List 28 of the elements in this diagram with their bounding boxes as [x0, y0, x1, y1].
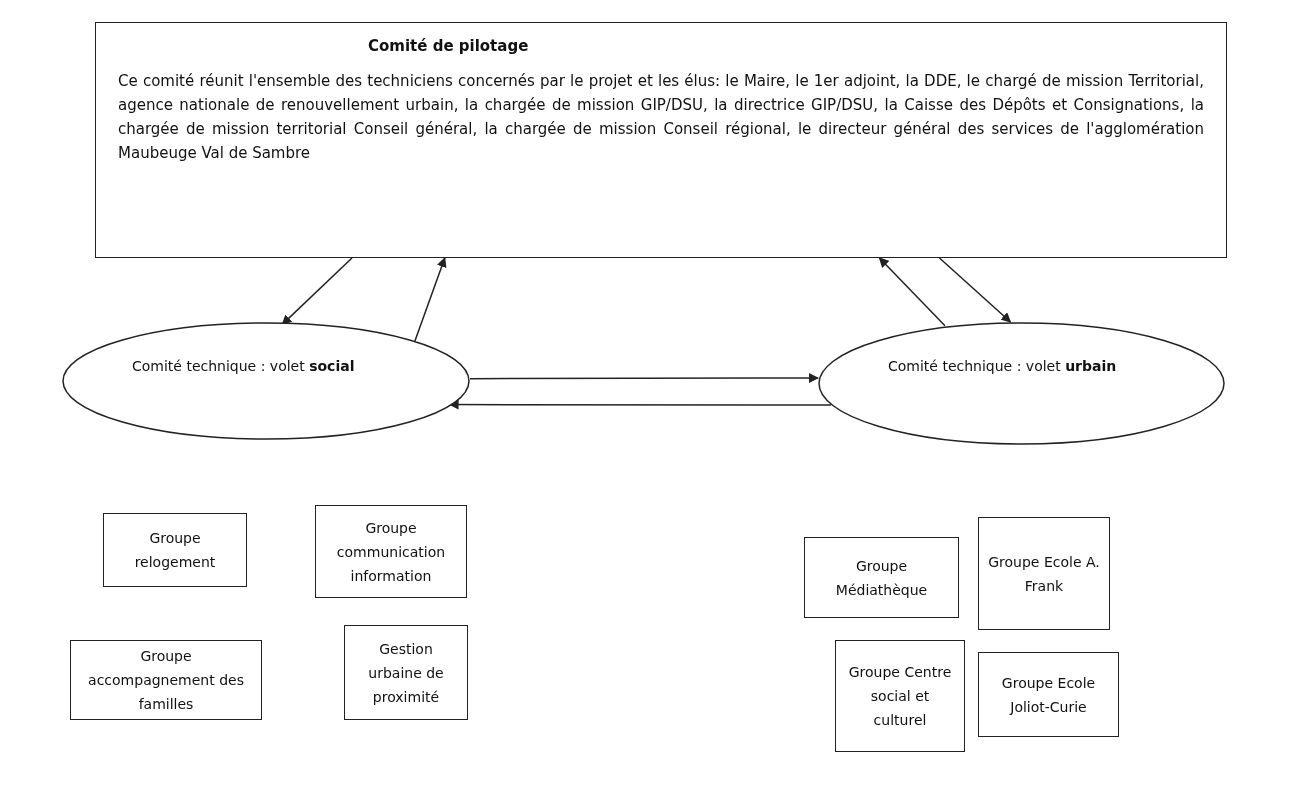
ellipse-label: Comité technique : volet urbain: [888, 357, 1118, 376]
group-box: [978, 517, 1110, 630]
box-heading: Comité de pilotage: [368, 37, 530, 55]
box-description: Ce comité réunit l'ensemble des techniciens concernés par le projet et les élus: le Maire, le 1er adjoint, la DDE, le chargé de mission Territorial, agence nationale de renouvellement urbain, la chargée de mission GIP/DSU, la directrice GIP/DSU, la Caisse des Dépôts et Consignations, la chargée de mission territorial Conseil général, la chargée de mission Conseil régional, le directeur général des services de l'agglomération Maubeuge Val de Sambre: [118, 71, 1204, 164]
group-box: [344, 625, 468, 720]
group-label: Gestion urbaine de proximité: [367, 639, 445, 707]
group-box: [804, 537, 959, 618]
group-box: [978, 652, 1119, 737]
arrow: [878, 257, 946, 327]
arrow: [469, 373, 819, 383]
arrow: [448, 399, 832, 410]
group-label: Groupe Ecole A. Frank: [987, 552, 1101, 596]
group-box: [835, 640, 965, 752]
committee-box: [95, 22, 1227, 258]
committee-ellipse: [62, 322, 470, 440]
ellipse-label: Comité technique : volet social: [132, 357, 356, 376]
group-box: [315, 505, 467, 598]
group-label: Groupe communication information: [335, 518, 447, 586]
group-box: [70, 640, 262, 720]
group-label: Groupe Ecole Joliot-Curie: [1000, 673, 1097, 717]
group-label: Groupe Médiathèque: [834, 556, 929, 600]
group-label: Groupe Centre social et culturel: [847, 663, 953, 730]
arrow: [414, 257, 447, 342]
group-label: Groupe relogement: [133, 529, 217, 572]
group-box: [103, 513, 247, 587]
arrow: [938, 257, 1012, 323]
committee-ellipse: [818, 322, 1225, 445]
group-label: Groupe accompagnement des familles: [87, 647, 245, 714]
